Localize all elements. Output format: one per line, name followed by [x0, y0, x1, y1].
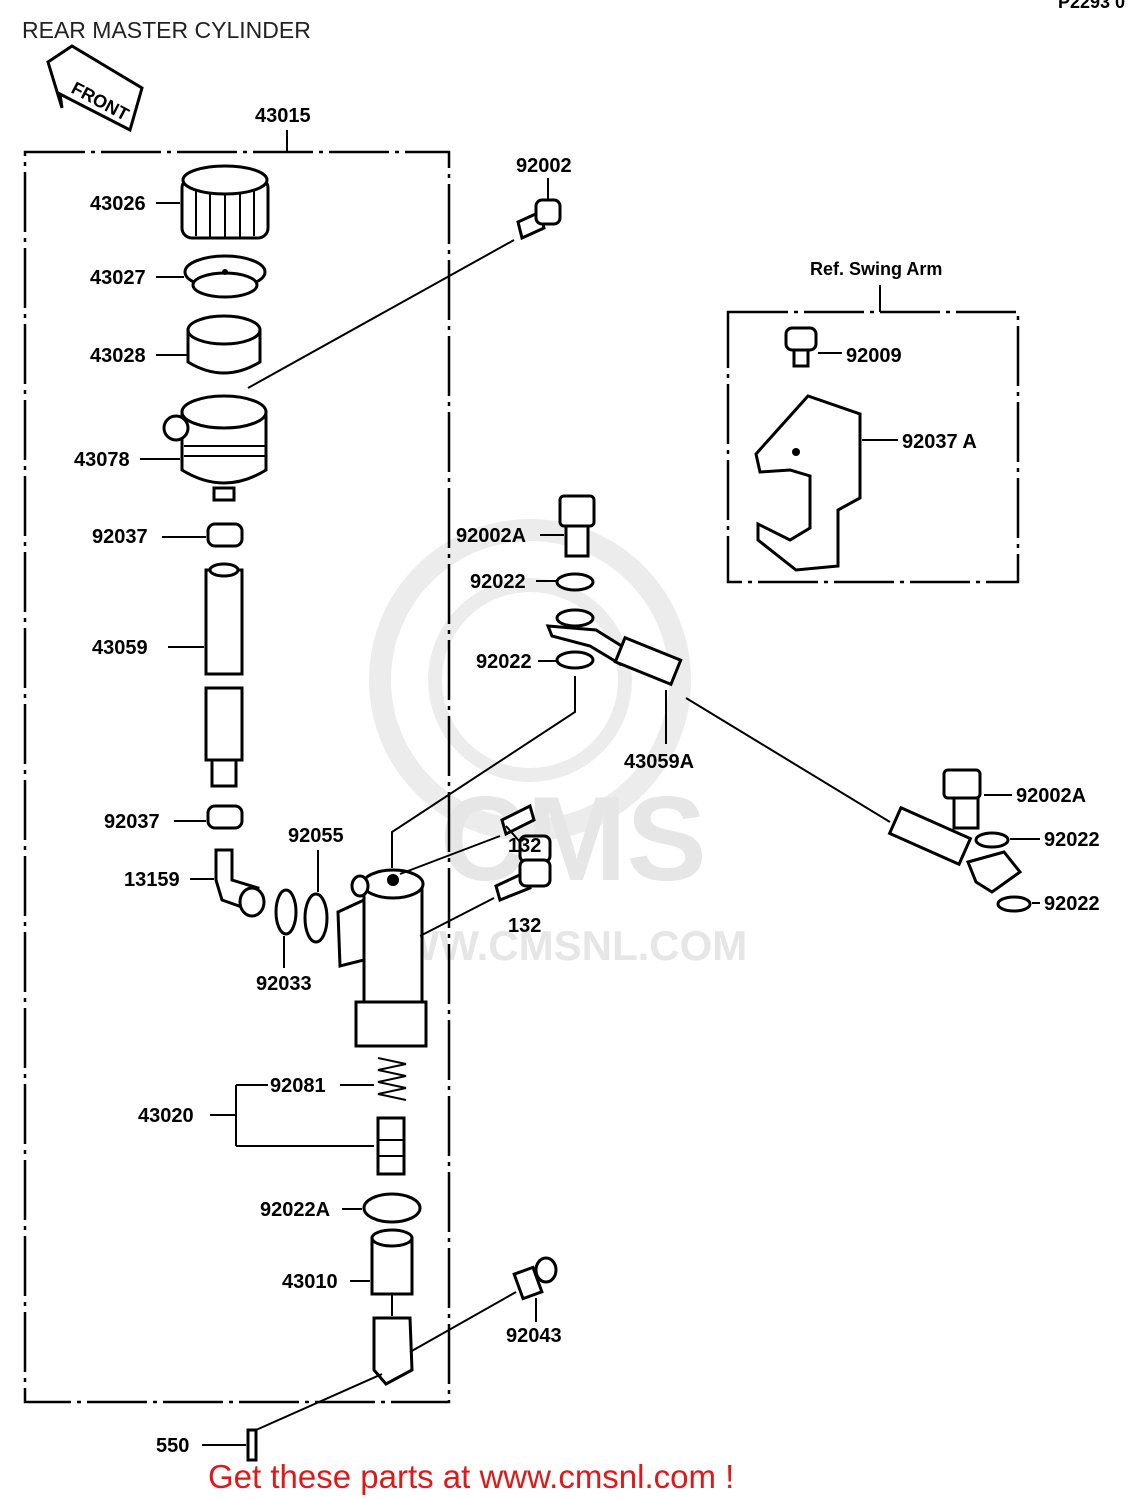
label-92002A-right: 92002A [1016, 785, 1086, 807]
label-43059: 43059 [92, 637, 148, 659]
label-92037-top: 92037 [92, 526, 148, 548]
label-92037A: 92037 A [902, 431, 977, 453]
watermark-url: WWW.CMSNL.COM [360, 922, 747, 969]
hose-clamp-bottom-icon [206, 804, 244, 830]
label-92022-b: 92022 [476, 651, 532, 673]
assembly-label: 43015 [255, 105, 311, 127]
label-43027: 43027 [90, 267, 146, 289]
cotter-pin-icon [246, 1428, 258, 1462]
label-92022-c: 92022 [1044, 829, 1100, 851]
assembly-box [23, 150, 451, 1404]
spring-icon [377, 1057, 407, 1101]
label-92022-d: 92022 [1044, 893, 1100, 915]
label-92043: 92043 [506, 1325, 562, 1347]
watermark: CMS WWW.CMSNL.COM [360, 519, 747, 969]
reservoir-hose-icon [204, 562, 244, 788]
label-132-lower: 132 [508, 915, 541, 937]
pin-92043-icon [512, 1256, 558, 1301]
label-92081: 92081 [270, 1075, 326, 1097]
ref-label: Ref. Swing Arm [810, 259, 942, 279]
banjo-bolt-92002A-left-icon [558, 494, 596, 558]
piston-assembly-icon [376, 1116, 406, 1176]
elbow-fitting-icon [214, 848, 266, 918]
ref-box [726, 310, 1020, 584]
label-92022A: 92022A [260, 1199, 330, 1221]
o-ring-92033-icon [274, 888, 298, 936]
label-92002: 92002 [516, 155, 572, 177]
master-cylinder-body-icon [336, 868, 428, 1048]
label-43010: 43010 [282, 1271, 338, 1293]
o-ring-92055-icon [303, 892, 329, 944]
reservoir-icon [162, 394, 268, 502]
label-132-upper: 132 [508, 835, 541, 857]
washer-92022-d-icon [996, 895, 1032, 913]
label-92022-a: 92022 [470, 571, 526, 593]
label-92002A-left: 92002A [456, 525, 526, 547]
label-92037-bottom: 92037 [104, 811, 160, 833]
front-arrow-icon: FRONT [46, 44, 144, 133]
label-43026: 43026 [90, 193, 146, 215]
label-550: 550 [156, 1435, 189, 1457]
banjo-bolt-92002A-right-icon [942, 768, 982, 830]
bolt-92002-icon [516, 198, 562, 241]
label-43020: 43020 [138, 1105, 194, 1127]
label-43059A: 43059A [624, 751, 694, 773]
corner-reference: P2293 0 [1058, 0, 1125, 12]
label-92033: 92033 [256, 973, 312, 995]
footer-link[interactable]: Get these parts at www.cmsnl.com ! [208, 1458, 734, 1495]
watermark-logo: CMS [440, 772, 707, 906]
brake-hose-43059A-icon [545, 608, 683, 687]
page-title: REAR MASTER CYLINDER [22, 17, 311, 43]
washer-92022-c-icon [974, 831, 1010, 849]
label-92055: 92055 [288, 825, 344, 847]
bolt-132-lower-icon [494, 858, 552, 903]
push-rod-icon [370, 1228, 414, 1386]
circlip-icon [362, 1192, 422, 1224]
reservoir-cap-icon [180, 164, 270, 240]
label-43078: 43078 [74, 449, 130, 471]
diaphragm-plate-icon [183, 254, 267, 299]
label-13159: 13159 [124, 869, 180, 891]
label-43028: 43028 [90, 345, 146, 367]
washer-92022-b-icon [555, 650, 595, 670]
hose-clamp-top-icon [206, 522, 244, 548]
label-92009: 92009 [846, 345, 902, 367]
guard-bracket-icon [754, 394, 862, 572]
washer-92022-a-icon [555, 572, 595, 592]
bolt-92009-icon [784, 326, 818, 368]
diaphragm-icon [186, 314, 262, 375]
hose-end-fitting-icon [887, 805, 1023, 894]
